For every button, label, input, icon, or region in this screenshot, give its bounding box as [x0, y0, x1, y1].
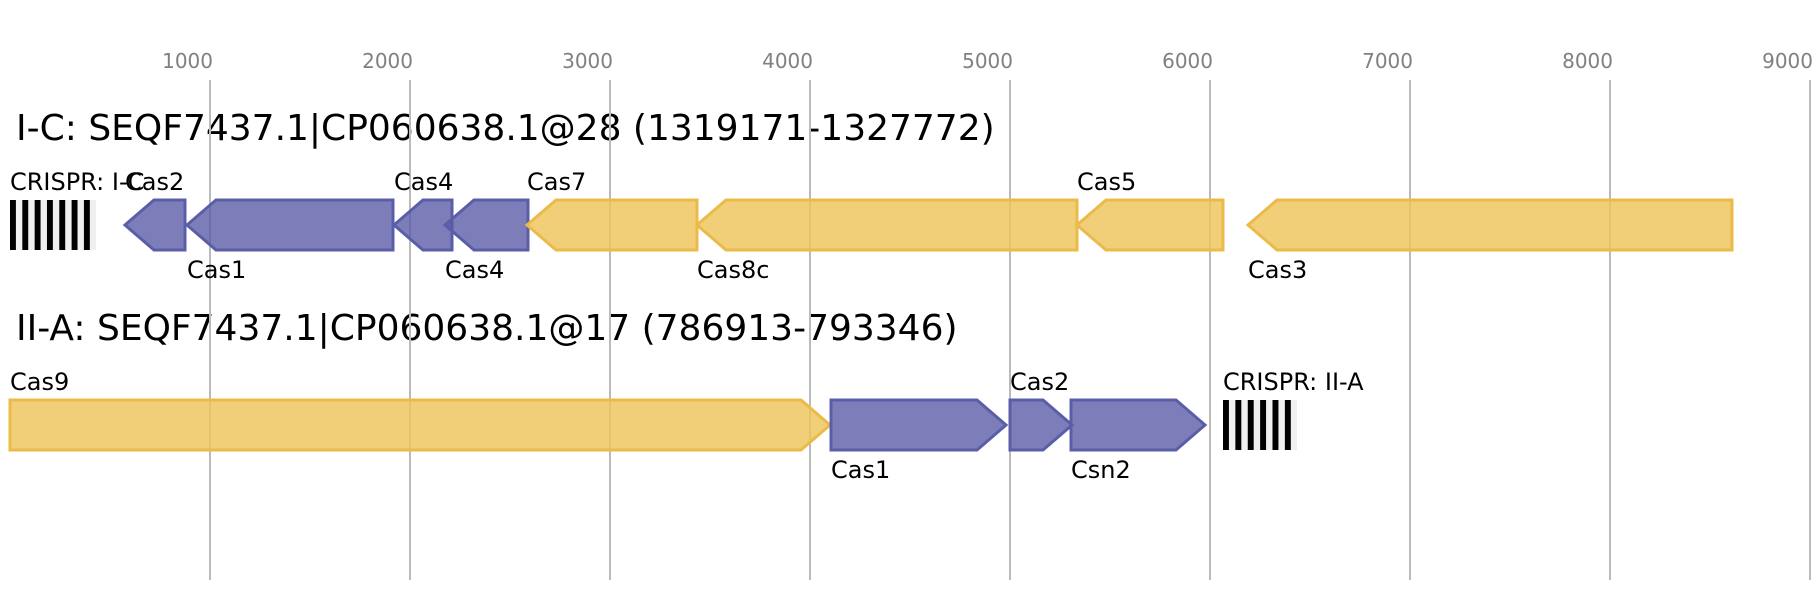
- track-title-ii-a: II-A: SEQF7437.1|CP060638.1@17 (786913-7…: [16, 308, 958, 349]
- crispr-repeat: [1235, 400, 1242, 450]
- reverse-gene-arrow-cas2[interactable]: [122, 198, 187, 252]
- reverse-gene-arrow-cas7[interactable]: [524, 198, 699, 252]
- gene-cas5[interactable]: Cas5: [1074, 168, 1225, 252]
- tick-label-1000: 1000: [162, 49, 213, 73]
- gene-cas1[interactable]: Cas1: [184, 198, 395, 284]
- gene-cas2[interactable]: Cas2: [1008, 368, 1075, 452]
- crispr-repeat: [1272, 400, 1279, 450]
- reverse-gene-arrow-cas8c[interactable]: [694, 198, 1079, 252]
- track-0: CRISPR: I-CCas2Cas1Cas4Cas4Cas7Cas8cCas5…: [10, 168, 1734, 284]
- forward-gene-arrow-cas2[interactable]: [1008, 398, 1075, 452]
- feature-label-cas9: Cas9: [10, 368, 69, 396]
- feature-label-cas8c: Cas8c: [697, 256, 769, 284]
- crispr-repeat: [10, 200, 16, 250]
- tick-label-4000: 4000: [762, 49, 813, 73]
- tick-label-3000: 3000: [562, 49, 613, 73]
- bp-axis: 1000 2000 3000 4000 5000 6000 7000 8000 9000: [162, 49, 1813, 580]
- forward-gene-arrow-cas1[interactable]: [829, 398, 1009, 452]
- crispr-repeat: [22, 200, 29, 250]
- crispr-array-crispr-i-c[interactable]: CRISPR: I-C: [10, 168, 144, 250]
- tick-label-8000: 8000: [1562, 49, 1613, 73]
- feature-label-crispr-i-c: CRISPR: I-C: [10, 168, 144, 196]
- feature-label-cas5: Cas5: [1077, 168, 1136, 196]
- feature-label-cas1: Cas1: [187, 256, 246, 284]
- crispr-repeat: [1284, 400, 1291, 450]
- track-titles: I-C: SEQF7437.1|CP060638.1@28 (1319171-1…: [16, 108, 995, 349]
- tick-label-2000: 2000: [362, 49, 413, 73]
- feature-label-csn2: Csn2: [1071, 456, 1131, 484]
- feature-label-crispr-ii-a: CRISPR: II-A: [1223, 368, 1364, 396]
- crispr-repeat: [1247, 400, 1254, 450]
- feature-label-cas1: Cas1: [831, 456, 890, 484]
- reverse-gene-arrow-cas5[interactable]: [1074, 198, 1225, 252]
- gene-cas1[interactable]: Cas1: [829, 398, 1009, 484]
- gene-cas4[interactable]: Cas4: [391, 168, 454, 252]
- crispr-repeat: [34, 200, 41, 250]
- forward-gene-arrow-cas9[interactable]: [8, 398, 833, 452]
- reverse-gene-arrow-cas1[interactable]: [184, 198, 395, 252]
- gene-cas3[interactable]: Cas3: [1245, 198, 1734, 284]
- tick-label-7000: 7000: [1362, 49, 1413, 73]
- crispr-repeat: [1260, 400, 1267, 450]
- reverse-gene-arrow-cas3[interactable]: [1245, 198, 1734, 252]
- feature-label-cas3: Cas3: [1248, 256, 1307, 284]
- crispr-spacer-background: [1223, 400, 1297, 450]
- forward-gene-arrow-csn2[interactable]: [1069, 398, 1208, 452]
- tick-label-5000: 5000: [962, 49, 1013, 73]
- feature-label-cas4: Cas4: [445, 256, 504, 284]
- crispr-repeat: [71, 200, 78, 250]
- crispr-repeat: [1223, 400, 1229, 450]
- gene-cas2[interactable]: Cas2: [122, 168, 187, 252]
- reverse-gene-arrow-cas4[interactable]: [442, 198, 530, 252]
- feature-label-cas2: Cas2: [125, 168, 184, 196]
- crispr-repeat: [46, 200, 53, 250]
- crispr-repeat: [59, 200, 66, 250]
- feature-label-cas2: Cas2: [1010, 368, 1069, 396]
- gene-cas8c[interactable]: Cas8c: [694, 198, 1079, 284]
- gene-cas9[interactable]: Cas9: [8, 368, 833, 452]
- feature-tracks: CRISPR: I-CCas2Cas1Cas4Cas4Cas7Cas8cCas5…: [8, 168, 1734, 484]
- crispr-repeat: [83, 200, 90, 250]
- gene-cas7[interactable]: Cas7: [524, 168, 699, 252]
- gene-cas4[interactable]: Cas4: [442, 198, 530, 284]
- feature-label-cas4: Cas4: [394, 168, 453, 196]
- tick-label-6000: 6000: [1162, 49, 1213, 73]
- gene-csn2[interactable]: Csn2: [1069, 398, 1208, 484]
- tick-label-9000: 9000: [1762, 49, 1813, 73]
- feature-label-cas7: Cas7: [527, 168, 586, 196]
- crispr-array-crispr-ii-a[interactable]: CRISPR: II-A: [1223, 368, 1364, 450]
- track-title-i-c: I-C: SEQF7437.1|CP060638.1@28 (1319171-1…: [16, 108, 995, 149]
